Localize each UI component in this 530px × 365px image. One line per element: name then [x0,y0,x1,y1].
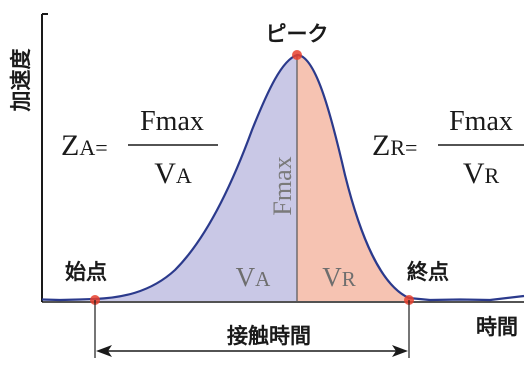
contact-time-label-bg [205,322,333,350]
area-r-label-main: V [322,262,342,292]
contact-arrow-left-head [96,345,112,357]
za-den-main: V [154,157,176,190]
zr-den-sub: R [484,163,499,188]
za-lhs-sub: A [79,135,95,160]
area-a-label-sub: A [255,267,271,291]
acceleration-curve [41,53,525,302]
zr-lhs-sub: R [390,135,405,160]
area-a-label: VA [236,262,272,292]
area-r-label: VR [322,262,356,292]
x-axis-label: 時間 [476,315,518,339]
contact-arrow-right-head [392,345,408,357]
area-r-fill [297,55,409,301]
za-denominator: VA [154,157,192,190]
area-a-label-main: V [236,262,256,292]
za-lhs-main: Z [61,129,79,162]
peak-label: ピーク [266,22,329,46]
za-formula: ZA= Fmax VA [61,106,218,190]
start-label: 始点 [65,260,107,284]
za-lhs: ZA= [61,129,108,162]
y-axis-label: 加速度 [9,49,33,113]
zr-den-main: V [463,157,485,190]
zr-lhs: ZR= [372,129,417,162]
area-r-label-sub: R [342,267,356,291]
zr-lhs-main: Z [372,129,390,162]
zr-numerator: Fmax [449,106,513,137]
area-a-fill [95,55,297,301]
zr-denominator: VR [463,157,500,190]
za-eq: = [95,135,107,160]
fmax-vertical-label: Fmax [268,156,297,215]
zr-eq: = [405,135,417,160]
za-numerator: Fmax [140,106,204,137]
zr-formula: ZR= Fmax VR [372,106,524,190]
za-den-sub: A [176,163,192,188]
peak-point [292,50,302,60]
end-label: 終点 [407,260,449,284]
contact-time-label: 接触時間 [227,324,311,348]
